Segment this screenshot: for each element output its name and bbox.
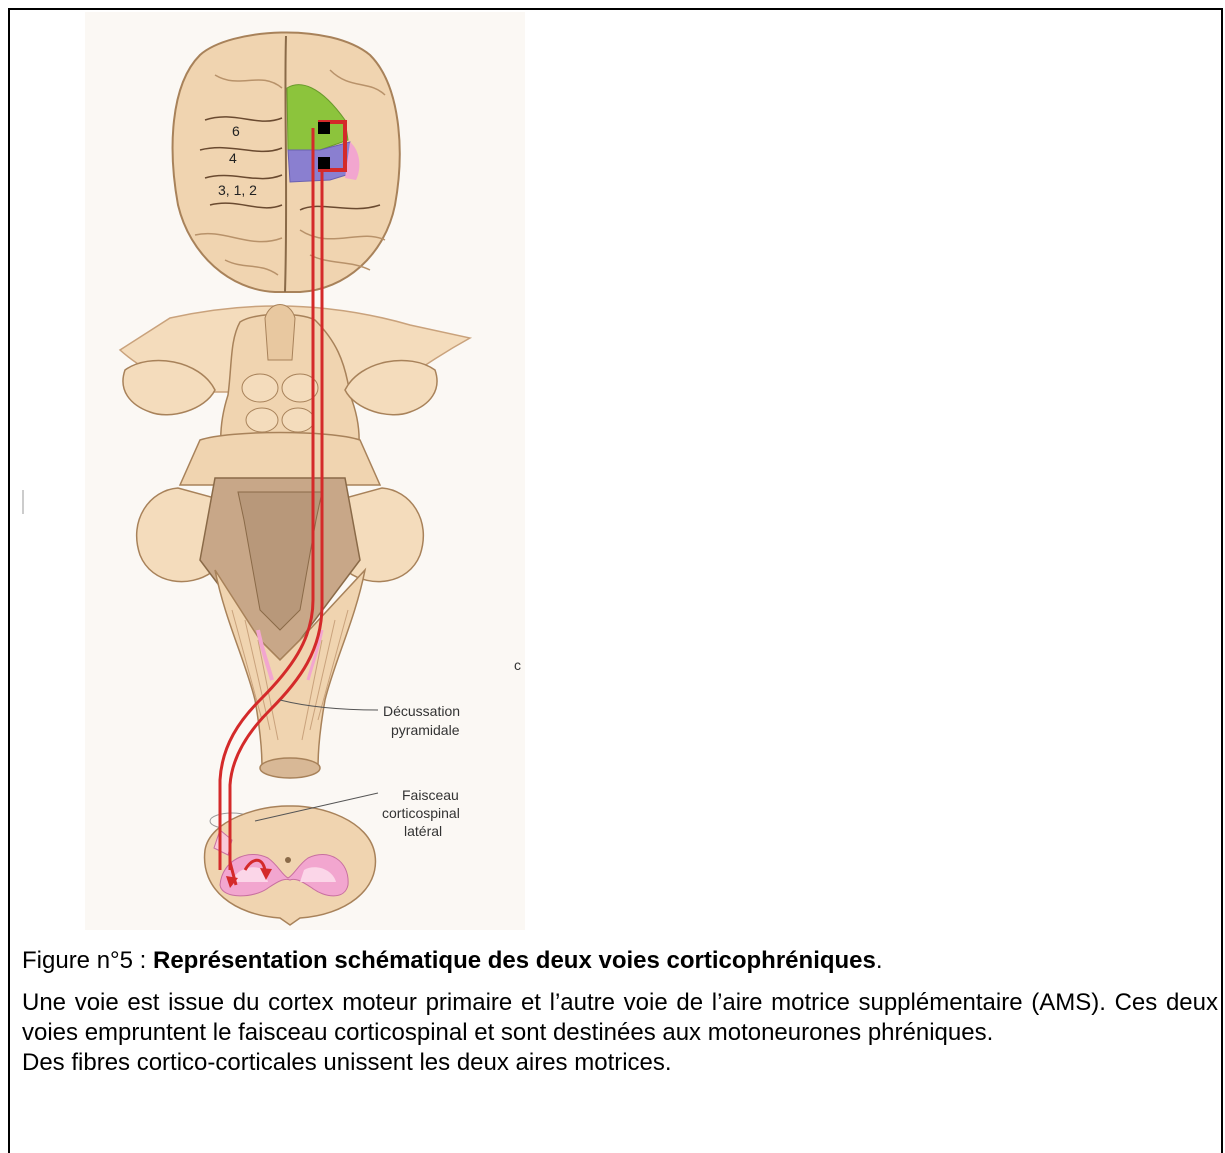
corticophrenic-pathways-illustration: 6 4 3, 1, 2 bbox=[0, 0, 540, 940]
label-decussation-line2: pyramidale bbox=[391, 722, 460, 738]
area-number-4: 4 bbox=[229, 150, 237, 166]
brain: 6 4 3, 1, 2 bbox=[173, 32, 400, 292]
caption-title: Représentation schématique des deux voie… bbox=[153, 947, 876, 974]
caption-title-line: Figure n°5 : Représentation schématique … bbox=[22, 946, 1218, 976]
label-faisceau-line1: Faisceau bbox=[402, 787, 459, 803]
neuron-ams bbox=[318, 122, 330, 134]
neuron-primary-motor bbox=[318, 157, 330, 169]
caption-paragraph-1: Une voie est issue du cortex moteur prim… bbox=[22, 988, 1218, 1048]
label-faisceau-line3: latéral bbox=[404, 823, 442, 839]
label-decussation-line1: Décussation bbox=[383, 703, 460, 719]
label-stray-c: c bbox=[514, 657, 521, 673]
caption-paragraph-2: Des fibres cortico-corticales unissent l… bbox=[22, 1048, 1218, 1078]
area-number-3-1-2: 3, 1, 2 bbox=[218, 182, 257, 198]
caption-prefix: Figure n°5 : bbox=[22, 947, 153, 974]
area-number-6: 6 bbox=[232, 123, 240, 139]
label-faisceau-line2: corticospinal bbox=[382, 805, 460, 821]
figure-caption: Figure n°5 : Représentation schématique … bbox=[22, 946, 1218, 1078]
caption-suffix: . bbox=[876, 947, 883, 974]
